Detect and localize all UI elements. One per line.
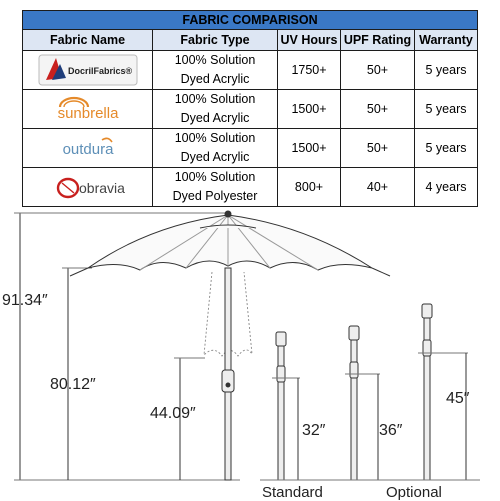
base-pole-middle xyxy=(345,325,380,481)
standard-base-height-label: 32″ xyxy=(302,422,326,439)
header-warranty: Warranty xyxy=(413,29,479,51)
header-fabric-name: Fabric Name xyxy=(22,29,153,51)
standard-caption: Standard xyxy=(262,484,323,501)
sunbrella-logo: sunbrella xyxy=(22,89,153,129)
sunbrella-logo-text: sunbrella xyxy=(57,105,119,122)
fabric-comparison-table: FABRIC COMPARISON Fabric Name Fabric Typ… xyxy=(21,10,479,207)
pole-height-label: 80.12″ xyxy=(50,376,96,393)
header-fabric-type: Fabric Type xyxy=(152,29,278,51)
warranty-cell: 5 years xyxy=(413,50,479,90)
fabric-type-line1: 100% Solution xyxy=(174,170,256,184)
fabric-type-line1: 100% Solution xyxy=(174,92,256,106)
obravia-logo: obravia xyxy=(22,167,153,207)
warranty-cell: 5 years xyxy=(413,128,479,168)
header-upf-rating: UPF Rating xyxy=(340,29,415,51)
uv-hours-cell: 1500+ xyxy=(277,128,341,168)
uv-hours-cell: 800+ xyxy=(277,167,341,207)
upf-cell: 50+ xyxy=(340,50,415,90)
fabric-type-line2: Dyed Acrylic xyxy=(180,150,250,164)
umbrella-canopy xyxy=(69,210,391,277)
overall-height-label: 91.34″ xyxy=(2,292,48,309)
uv-hours-cell: 1750+ xyxy=(277,50,341,90)
middle-base-height-label: 36″ xyxy=(379,422,403,439)
upf-cell: 50+ xyxy=(340,128,415,168)
closed-height-label: 44.09″ xyxy=(150,405,196,422)
warranty-cell: 4 years xyxy=(413,167,479,207)
optional-caption: Optional xyxy=(386,484,442,501)
umbrella-pole xyxy=(221,267,235,481)
collapsed-canopy-outline xyxy=(203,271,253,357)
fabric-type-line1: 100% Solution xyxy=(174,53,256,67)
warranty-cell: 5 years xyxy=(413,89,479,129)
fabric-type-line2: Dyed Acrylic xyxy=(180,72,250,86)
upf-cell: 50+ xyxy=(340,89,415,129)
obravia-logo-text: obravia xyxy=(79,180,125,196)
base-pole-standard xyxy=(272,331,300,481)
docril-logo: DocrilFabrics® xyxy=(22,50,153,90)
fabric-type-line1: 100% Solution xyxy=(174,131,256,145)
upf-cell: 40+ xyxy=(340,167,415,207)
fabric-type-line2: Dyed Acrylic xyxy=(180,111,250,125)
fabric-type-line2: Dyed Polyester xyxy=(172,189,258,203)
optional-base-height-label: 45″ xyxy=(446,390,470,407)
header-uv-hours: UV Hours xyxy=(277,29,341,51)
outdura-logo-text: outdura xyxy=(62,141,114,158)
uv-hours-cell: 1500+ xyxy=(277,89,341,129)
table-title: FABRIC COMPARISON xyxy=(21,10,479,30)
outdura-logo: outdura xyxy=(22,128,153,168)
docril-logo-text: DocrilFabrics® xyxy=(68,66,133,76)
